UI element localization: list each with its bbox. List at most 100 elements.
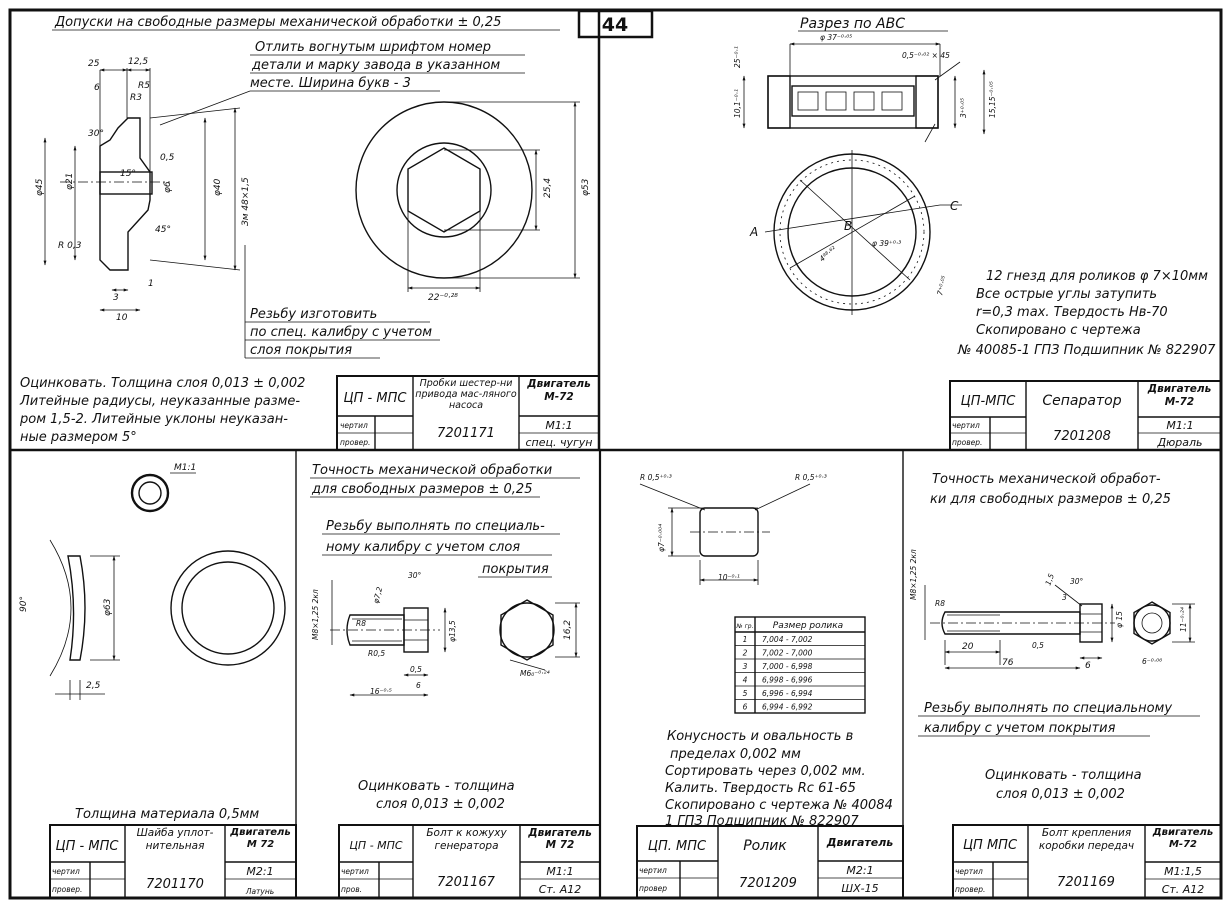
- p1-tb-org: ЦП - МПС: [344, 391, 408, 406]
- p4-dim-16-2: 16,2: [563, 620, 573, 640]
- p1-note-bottom-4: ные размером 5°: [20, 430, 137, 445]
- p4-dim-phi135: φ13,5: [448, 620, 457, 642]
- p6-dim-30: 30°: [1070, 577, 1084, 586]
- p3-note: Толщина материала 0,5мм: [75, 807, 259, 822]
- p2-dim-498: 4⁹⁸·⁶²: [818, 244, 838, 263]
- p1-dim-r3: R3: [130, 93, 142, 103]
- p3-scale-label: М1:1: [174, 463, 196, 473]
- panel-sealing-washer: М1:1 90° φ63 2,5 Толщина материала 0,5мм…: [19, 463, 297, 899]
- p1-tb-number: 7201171: [437, 426, 495, 441]
- p4-tb-product: Двигатель М 72: [528, 827, 592, 851]
- p3-tb-row1: чертил: [52, 867, 80, 876]
- p5-note-4: Калить. Твердость Rc 61-65: [665, 781, 856, 796]
- p6-dim-3: 3: [1062, 593, 1067, 602]
- p6-tb-name: Болт крепления коробки передач: [1038, 827, 1135, 852]
- p6-note-top-1: Точность механической обработ-: [932, 472, 1161, 487]
- p2-tb-org: ЦП-МПС: [961, 394, 1017, 409]
- p2-dim-7: 7⁺⁰·⁰⁵: [935, 275, 949, 297]
- panel-drain-plug: Допуски на свободные размеры механическо…: [19, 15, 600, 451]
- p1-note-thread-1: Резьбу изготовить: [250, 307, 377, 322]
- p2-tb-name: Сепаратор: [1042, 393, 1121, 409]
- p5-note-3: Сортировать через 0,002 мм.: [665, 764, 866, 779]
- p2-label-c: C: [950, 199, 959, 213]
- panel-separator: Разрез по АВС φ 37⁻⁰·⁰⁵ 0,5⁻⁰·⁰² × 45 25…: [733, 16, 1222, 451]
- p6-note-bottom-2: слоя 0,013 ± 0,002: [996, 787, 1125, 802]
- p4-tb-name: Болт к кожуху генератора: [426, 827, 507, 852]
- p5-row-1-num: 1: [743, 635, 748, 644]
- p2-tb-material: Дюраль: [1156, 436, 1202, 449]
- p5-row-4-size: 6,998 - 6,996: [762, 676, 813, 685]
- p4-tb-scale: М1:1: [546, 865, 573, 878]
- p5-dim-10: 10⁻⁰·¹: [718, 573, 740, 582]
- p6-dim-thread: М8×1,25 2кл: [909, 549, 918, 600]
- p5-row-1-size: 7,004 - 7,002: [762, 635, 813, 644]
- p1-note-mark-3: месте. Ширина букв - 3: [250, 76, 411, 91]
- p6-dim-r8: R8: [935, 599, 945, 608]
- p6-dim-0-5: 0,5: [1032, 641, 1044, 650]
- p2-dim-25: 25⁻⁰·¹: [733, 46, 742, 68]
- p5-tb-scale: М2:1: [846, 864, 873, 877]
- p5-row-6-size: 6,994 - 6,992: [762, 703, 813, 712]
- p1-dim-12-5: 12,5: [128, 57, 148, 67]
- p1-dim-6: 6: [94, 83, 100, 93]
- p2-note-2: Все острые углы затупить: [976, 287, 1157, 302]
- p1-tb-product: Двигатель М-72: [527, 378, 591, 403]
- p3-tb-material: Латунь: [245, 887, 274, 896]
- p2-dim-chamfer: 0,5⁻⁰·⁰² × 45: [902, 51, 950, 60]
- p6-tb-scale: М1:1,5: [1164, 865, 1202, 878]
- p6-bolt-hex-view: 11⁻⁰·²⁴ 6⁻⁰·⁰⁶: [1133, 601, 1195, 666]
- p1-tb-material: спец. чугун: [526, 436, 593, 449]
- separator-plan-view: A B C φ 39⁺⁰·³ 4⁹⁸·⁶² 7⁺⁰·⁰⁵: [749, 150, 962, 315]
- p3-dim-2-5: 2,5: [86, 681, 101, 691]
- p2-label-a: A: [749, 225, 758, 239]
- p3-tb-org: ЦП - МПС: [56, 839, 120, 854]
- p5-row-4-num: 4: [743, 676, 748, 685]
- p1-tb-name: Пробки шестер-ни привода мас-ляного насо…: [415, 378, 517, 411]
- p4-dim-r05: R0,5: [368, 649, 385, 658]
- p1-tb-row1: чертил: [340, 421, 368, 430]
- p5-row-2-num: 2: [743, 649, 748, 658]
- p1-note-bottom-2: Литейные радиусы, неуказанные разме-: [19, 394, 300, 409]
- p4-note-top-1: Точность механической обработки: [312, 463, 552, 478]
- p6-dim-1-5: 1,5: [1043, 572, 1056, 587]
- p4-dim-6: 6: [416, 681, 421, 690]
- p6-tb-material: Ст. А12: [1162, 883, 1205, 896]
- p4-bolt-side-view: 30° М8×1,25 2кл φ7,2 R8 R0,5 φ13,5 0,5 6…: [311, 571, 457, 697]
- separator-section-view: φ 37⁻⁰·⁰⁵ 0,5⁻⁰·⁰² × 45 25⁻⁰·¹ 10,1⁻⁰·¹ …: [733, 33, 997, 143]
- p5-tb-material: ШХ-15: [841, 882, 878, 895]
- p5-dim-r05-b: R 0,5⁺⁰·³: [795, 473, 827, 482]
- p6-dim-6-hex: 6⁻⁰·⁰⁶: [1142, 657, 1162, 666]
- p6-note-top-2: ки для свободных размеров ± 0,25: [930, 492, 1171, 507]
- p5-note-5: Скопировано с чертежа № 40084: [665, 798, 893, 813]
- p6-dim-11: 11⁻⁰·²⁴: [1179, 607, 1188, 632]
- p6-dim-20: 20: [962, 642, 974, 652]
- p2-tb-row1: чертил: [952, 421, 980, 430]
- p2-dim-15-15: 15,15⁻⁰·⁰⁵: [988, 81, 997, 118]
- p3-dim-90: 90°: [19, 596, 29, 612]
- p2-tb-scale: М1:1: [1166, 419, 1193, 432]
- p2-tb-product: Двигатель М-72: [1147, 383, 1212, 408]
- p4-note-thread-1: Резьбу выполнять по специаль-: [326, 519, 545, 534]
- p5-tb-name: Ролик: [743, 838, 787, 854]
- p5-tb-number: 7201209: [739, 876, 797, 891]
- p2-label-b: B: [844, 219, 852, 233]
- p2-note-5: № 40085-1 ГПЗ Подшипник № 822907: [957, 343, 1216, 358]
- p4-tb-number: 7201167: [437, 875, 496, 890]
- p6-note-thread-1: Резьбу выполнять по специальному: [924, 701, 1172, 716]
- p1-note-bottom-1: Оцинковать. Толщина слоя 0,013 ± 0,002: [20, 376, 305, 391]
- p1-dim-1: 1: [148, 279, 154, 289]
- p1-dim-3: 3: [113, 293, 119, 303]
- p4-dim-16: 16⁻⁰·⁵: [370, 687, 392, 696]
- p2-dim-10-1: 10,1⁻⁰·¹: [733, 89, 742, 118]
- p5-table-header-1: Размер ролика: [773, 621, 843, 631]
- p1-note-mark-2: детали и марку завода в указанном: [251, 58, 500, 73]
- p1-tb-scale: М1:1: [545, 419, 572, 432]
- p4-title-block: ЦП - МПС чертил пров. Болт к кожуху гене…: [338, 824, 601, 899]
- p1-note-thread-2: по спец. калибру с учетом: [250, 325, 432, 340]
- p5-row-5-num: 5: [743, 689, 748, 698]
- p1-dim-phi21: φ21: [65, 173, 75, 190]
- p4-note-top-2: для свободных размеров ± 0,25: [311, 482, 532, 497]
- p4-dim-30: 30°: [408, 571, 422, 580]
- p6-dim-76: 76: [1002, 658, 1014, 668]
